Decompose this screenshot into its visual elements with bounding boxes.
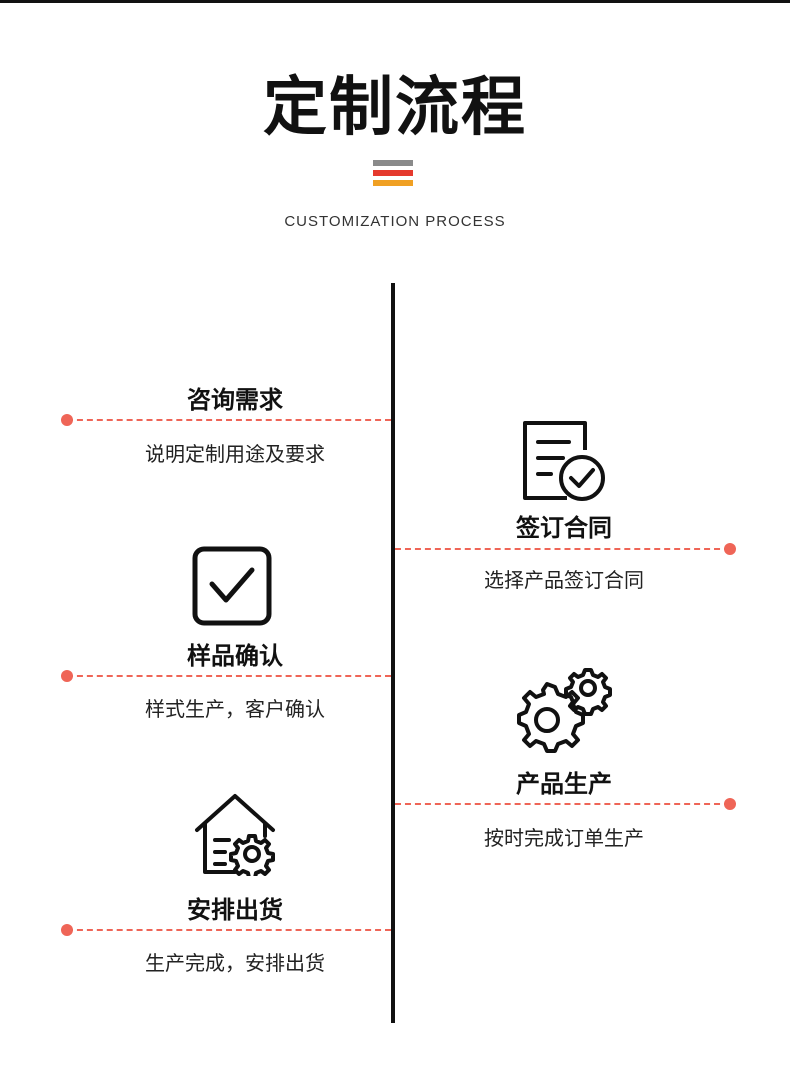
timeline-dot (724, 543, 736, 555)
step-desc-consult: 说明定制用途及要求 (145, 442, 325, 466)
page-subtitle: CUSTOMIZATION PROCESS (284, 213, 506, 230)
timeline-connector (395, 803, 730, 805)
flag-decoration (373, 160, 413, 186)
timeline-line (391, 283, 395, 1023)
step-desc-production: 按时完成订单生产 (484, 826, 644, 850)
step-desc-contract: 选择产品签订合同 (484, 568, 644, 592)
timeline-connector (67, 929, 391, 931)
timeline-connector (395, 548, 730, 550)
step-title-consult: 咨询需求 (187, 386, 283, 414)
step-title-contract: 签订合同 (516, 514, 612, 542)
timeline-connector (67, 675, 391, 677)
flag-stripe-red (373, 170, 413, 176)
flag-stripe-orange (373, 180, 413, 186)
flag-stripe-gray (373, 160, 413, 166)
step-title-production: 产品生产 (516, 770, 612, 798)
step-desc-sample: 样式生产，客户确认 (145, 697, 325, 721)
checkbox-icon (192, 546, 272, 630)
timeline-connector (67, 419, 391, 421)
page-title: 定制流程 (263, 71, 527, 145)
timeline-dot (724, 798, 736, 810)
contract-check-icon (519, 420, 609, 508)
step-title-sample: 样品确认 (187, 642, 283, 670)
warehouse-gear-icon (193, 792, 277, 880)
gears-icon (514, 662, 614, 758)
step-title-shipping: 安排出货 (187, 896, 283, 924)
step-desc-shipping: 生产完成，安排出货 (145, 951, 325, 975)
top-border (0, 0, 790, 3)
